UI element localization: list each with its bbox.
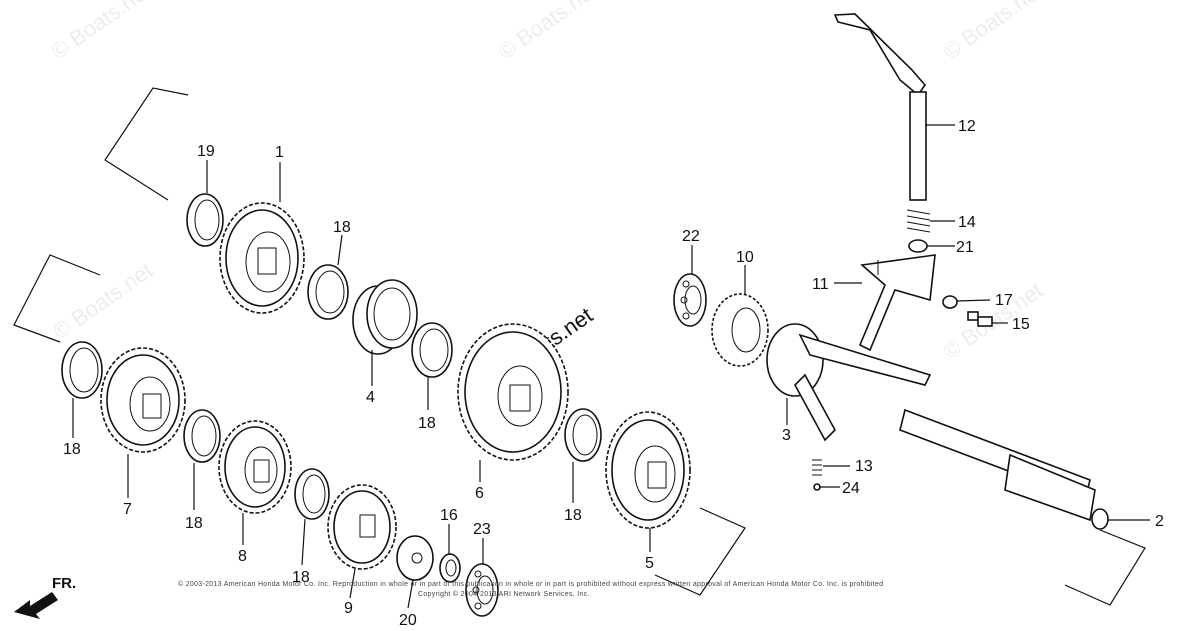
callout-18-f: 18 — [564, 507, 582, 524]
callout-12: 12 — [958, 118, 976, 135]
callout-18-a: 18 — [333, 219, 351, 236]
copyright-line-2: Copyright © 2004-2013 ARI Network Servic… — [418, 591, 590, 598]
washer-16 — [439, 553, 461, 583]
gear-6 — [457, 323, 569, 461]
gear-10 — [711, 293, 769, 367]
washer-17 — [942, 295, 958, 309]
callout-1: 1 — [275, 144, 284, 161]
gear-1 — [219, 202, 305, 314]
front-label: FR. — [52, 575, 76, 592]
gear-5 — [605, 411, 691, 529]
watermark-top-middle: © Boats.net — [494, 0, 603, 64]
callout-7: 7 — [123, 501, 132, 518]
callout-21: 21 — [956, 239, 974, 256]
watermark-top-right: © Boats.net — [939, 0, 1048, 64]
callout-15: 15 — [1012, 316, 1030, 333]
callout-10: 10 — [736, 249, 754, 266]
bearing-22 — [673, 273, 707, 327]
washer-18-lower-a — [183, 409, 221, 463]
washer-20 — [396, 535, 434, 581]
group-brackets — [13, 87, 1146, 606]
washer-19 — [186, 193, 224, 247]
shift-arm-12 — [833, 13, 927, 201]
washer-18-far-left — [61, 341, 103, 399]
callout-3: 3 — [782, 427, 791, 444]
copyright-notice: © 2003-2013 American Honda Motor Co. Inc… — [178, 580, 1008, 600]
callout-22: 22 — [682, 228, 700, 245]
watermark-left: © Boats.net — [49, 257, 158, 344]
washer-18-right — [564, 408, 602, 462]
front-arrow-icon — [14, 592, 58, 619]
copyright-line-1: © 2003-2013 American Honda Motor Co. Inc… — [178, 581, 884, 588]
callout-numbers: 1 2 3 4 5 6 7 8 9 10 11 12 13 14 15 16 1… — [63, 118, 1164, 629]
callout-14: 14 — [958, 214, 976, 231]
ball-24 — [813, 483, 821, 491]
callout-18-c: 18 — [63, 441, 81, 458]
washer-18-middle — [411, 322, 453, 378]
front-direction-indicator: FR. — [14, 575, 76, 619]
shift-spindle-2 — [899, 408, 1109, 530]
bushing-4 — [352, 279, 418, 355]
callout-19: 19 — [197, 143, 215, 160]
callout-13: 13 — [855, 458, 873, 475]
bolt-15 — [967, 311, 993, 327]
callout-2: 2 — [1155, 513, 1164, 530]
leader-lines — [72, 124, 1150, 609]
callout-18-e: 18 — [292, 569, 310, 586]
callout-8: 8 — [238, 548, 247, 565]
callout-18-b: 18 — [418, 415, 436, 432]
callout-6: 6 — [475, 485, 484, 502]
shift-drum-3 — [766, 323, 932, 442]
gear-7 — [100, 347, 186, 453]
callout-23: 23 — [473, 521, 491, 538]
spring-14 — [906, 209, 931, 233]
washer-18-lower-b — [294, 468, 330, 520]
washer-21 — [908, 239, 928, 253]
watermark-top-left: © Boats.net — [47, 0, 156, 64]
shift-fork-11 — [858, 254, 936, 352]
callout-20: 20 — [399, 612, 417, 629]
callout-24: 24 — [842, 480, 860, 497]
callout-16: 16 — [440, 507, 458, 524]
callout-11: 11 — [812, 276, 829, 293]
spring-13 — [812, 459, 822, 476]
callout-4: 4 — [366, 389, 375, 406]
washer-18-upper — [307, 264, 349, 320]
watermark-right: © Boats.net — [939, 277, 1048, 364]
callout-5: 5 — [645, 555, 654, 572]
gear-8 — [218, 420, 292, 514]
callout-9: 9 — [344, 600, 353, 617]
callout-18-d: 18 — [185, 515, 203, 532]
gear-9 — [327, 484, 397, 570]
callout-17: 17 — [995, 292, 1013, 309]
